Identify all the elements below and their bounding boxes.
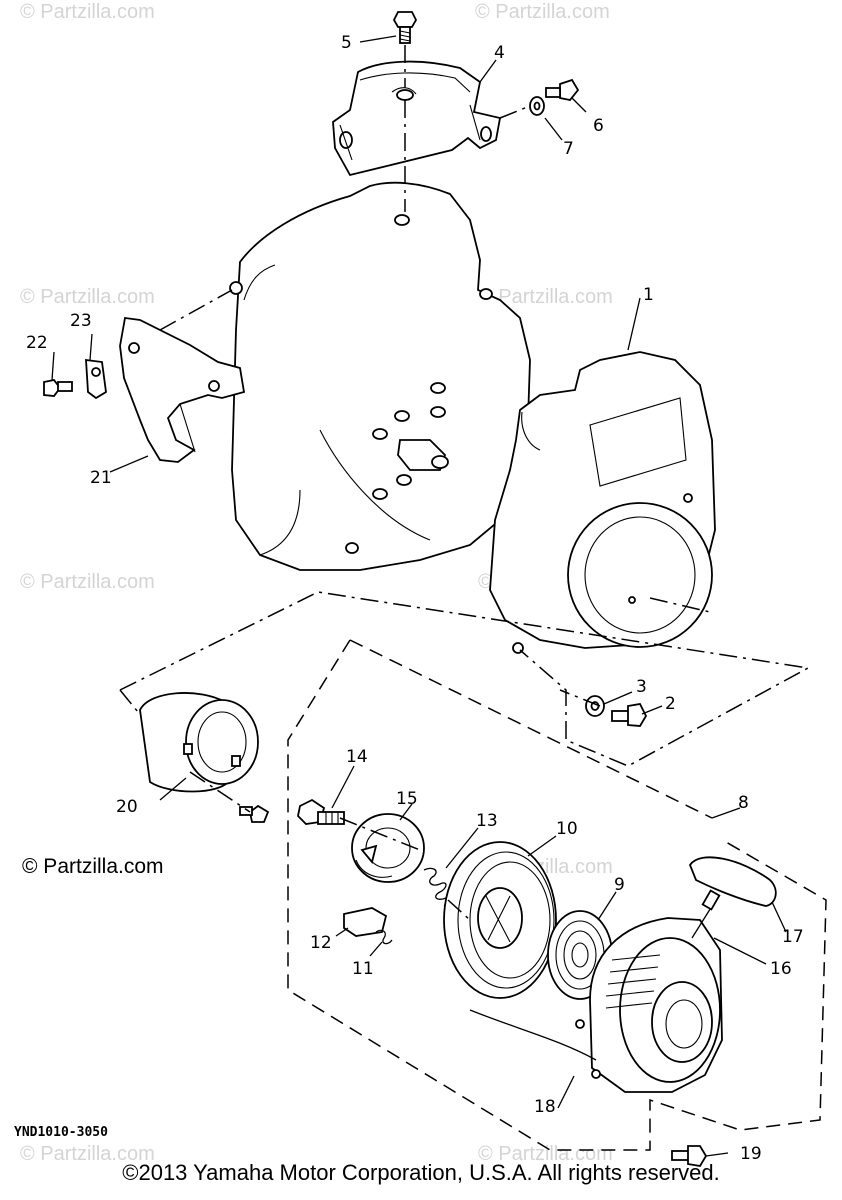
callout-10: 10	[556, 819, 578, 839]
starter-case-18	[575, 917, 723, 1093]
bolt-2	[611, 703, 648, 727]
callout-6: 6	[593, 116, 604, 136]
callout-5: 5	[341, 33, 352, 53]
rope-16	[469, 905, 713, 1061]
starter-pulley-20	[139, 692, 270, 823]
bolt-19	[671, 1145, 708, 1167]
handle-17	[688, 856, 777, 911]
watermark: © Partzilla.com	[20, 286, 155, 308]
watermark: © Partzilla.com	[20, 571, 155, 593]
copyright-footer: ©2013 Yamaha Motor Corporation, U.S.A. A…	[122, 1160, 720, 1185]
spring-11	[375, 929, 393, 945]
callout-4: 4	[494, 43, 505, 63]
partzilla-notice: © Partzilla.com	[22, 855, 164, 878]
callout-2: 2	[665, 694, 676, 714]
callouts: 5 4 6 7 1 23 22 21 3 2 14 20 15 8 13 10 …	[26, 33, 804, 1164]
watermark: © Partzilla.com	[20, 1, 155, 23]
callout-23: 23	[70, 311, 92, 331]
callout-19: 19	[740, 1144, 762, 1164]
diagram-code: YND1010-3050	[14, 1125, 108, 1140]
shroud-cover-4	[332, 60, 502, 177]
bolt-14	[297, 798, 345, 825]
washer-3	[585, 695, 605, 717]
bolt-6	[545, 78, 580, 101]
bracket-21	[119, 316, 246, 463]
pawl-12	[343, 907, 388, 937]
reel-drum-10	[443, 841, 557, 999]
fan-housing-1	[489, 351, 716, 654]
leader-lines	[51, 35, 787, 1157]
callout-11: 11	[352, 959, 374, 979]
callout-17: 17	[782, 927, 804, 947]
callout-15: 15	[396, 789, 418, 809]
callout-16: 16	[770, 959, 792, 979]
callout-1: 1	[643, 285, 654, 305]
callout-3: 3	[636, 677, 647, 697]
callout-7: 7	[563, 139, 574, 159]
bolt-5	[392, 11, 418, 44]
reference-lines	[119, 45, 827, 1151]
watermark: © Partzilla.com	[478, 1143, 613, 1165]
watermark: © Partzilla.com	[478, 286, 613, 308]
callout-8: 8	[738, 793, 749, 813]
callout-18: 18	[534, 1097, 556, 1117]
callout-22: 22	[26, 333, 48, 353]
bolt-22	[43, 379, 73, 397]
engine-crankcase	[229, 181, 531, 571]
callout-12: 12	[310, 933, 332, 953]
callout-13: 13	[476, 811, 498, 831]
watermark: © Partzilla.com	[20, 1143, 155, 1165]
washer-7	[529, 96, 545, 116]
watermark: © Partzilla.com	[475, 1, 610, 23]
callout-20: 20	[116, 797, 138, 817]
clip-23	[85, 358, 107, 400]
callout-14: 14	[346, 747, 368, 767]
case-slots	[605, 954, 661, 1009]
callout-21: 21	[90, 468, 112, 488]
callout-9: 9	[614, 875, 625, 895]
ratchet-15	[351, 813, 425, 883]
